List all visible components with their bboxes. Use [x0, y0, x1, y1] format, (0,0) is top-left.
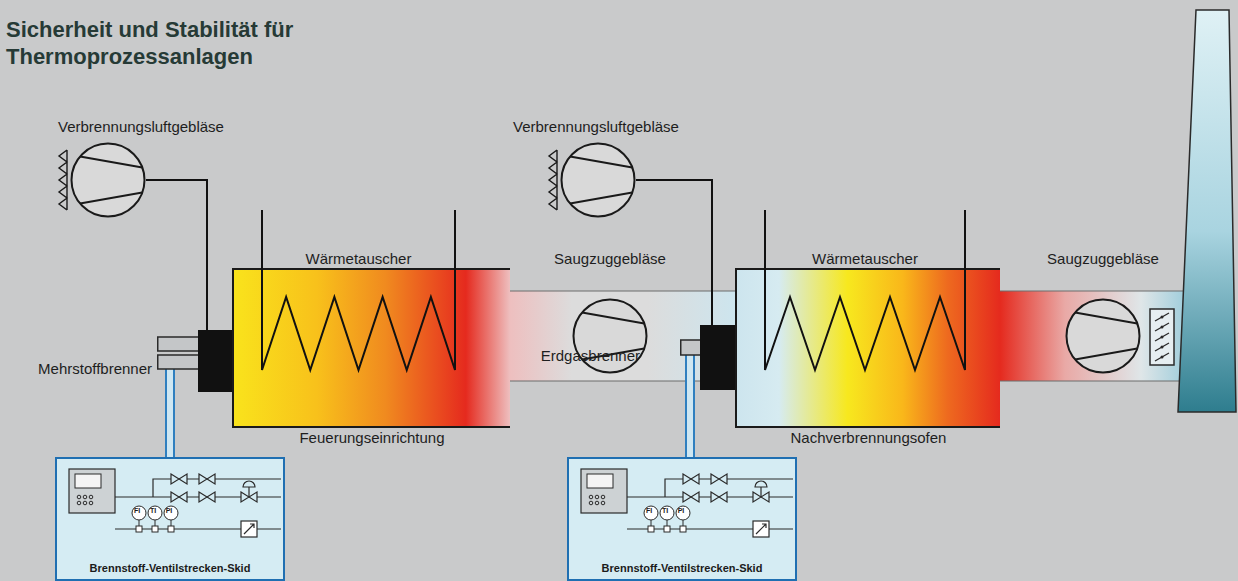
instrument-tag: TI — [146, 504, 160, 518]
line-group — [146, 180, 712, 457]
fan-symbol-graphic — [560, 142, 636, 218]
node-label: Feuerungseinrichtung — [234, 429, 510, 446]
chimney-stack — [1178, 10, 1236, 412]
node-label: Saugzuggebläse — [554, 250, 666, 267]
instrument-tag: FI — [130, 504, 144, 518]
label-holder: Nachverbrennungsofen — [737, 429, 1000, 446]
fuel-pipe — [170, 392, 171, 457]
furnace-box-graphic — [737, 270, 1000, 426]
label-holder: Brennstoff-Ventilstrecken-Skid — [569, 562, 795, 575]
furnace-box-graphic — [234, 270, 510, 426]
heat-exchanger: Wärmetauscher — [255, 205, 462, 377]
label-holder: FI — [642, 504, 656, 518]
label-holder: Verbrennungsluftgebläse — [58, 118, 224, 135]
valve-skid: Brennstoff-Ventilstrecken-Skid — [55, 457, 285, 581]
heat-exchanger: Wärmetauscher — [758, 205, 972, 377]
node-label: Brennstoff-Ventilstrecken-Skid — [57, 562, 283, 575]
label-holder: Wärmetauscher — [255, 250, 462, 267]
flue-duct — [1000, 291, 1065, 381]
furnace-box: Feuerungseinrichtung — [232, 268, 510, 428]
instrument-tag: TI — [658, 504, 672, 518]
label-holder: PI — [162, 504, 176, 518]
label-holder: Verbrennungsluftgebläse — [513, 118, 679, 135]
label-holder: Mehrstoffbrenner — [38, 360, 152, 377]
label-holder: Saugzuggebläse — [554, 250, 666, 267]
node-label: Verbrennungsluftgebläse — [58, 118, 224, 135]
node-label: Brennstoff-Ventilstrecken-Skid — [569, 562, 795, 575]
node-label: Erdgasbrenner — [541, 347, 640, 364]
instrument-tag: PI — [674, 504, 688, 518]
node-label: Verbrennungsluftgebläse — [513, 118, 679, 135]
node-label: Wärmetauscher — [255, 250, 462, 267]
fan-symbol: Verbrennungsluftgebläse — [70, 142, 146, 218]
diagram-title: Sicherheit und Stabilität für Thermoproz… — [6, 16, 326, 70]
valve-skid: Brennstoff-Ventilstrecken-Skid — [567, 457, 797, 581]
label-holder: Brennstoff-Ventilstrecken-Skid — [57, 562, 283, 575]
air-line — [146, 180, 207, 330]
node-label: Nachverbrennungsofen — [737, 429, 1000, 446]
heat-exchanger-graphic — [255, 205, 462, 377]
fuel-pipe — [690, 390, 691, 457]
heat-exchanger-graphic — [758, 205, 972, 377]
instrument-tag: FI — [642, 504, 656, 518]
label-holder: Saugzuggebläse — [1047, 250, 1159, 267]
label-holder: TI — [658, 504, 672, 518]
node-label: Wärmetauscher — [758, 250, 972, 267]
fan-symbol-graphic — [70, 142, 146, 218]
damper-symbol — [1150, 309, 1174, 365]
label-holder: PI — [674, 504, 688, 518]
burner-graphic — [680, 325, 735, 390]
burner: Mehrstoffbrenner — [157, 330, 232, 392]
label-holder: TI — [146, 504, 160, 518]
fan-symbol: Saugzuggebläse — [1065, 298, 1141, 374]
label-holder: Erdgasbrenner — [541, 347, 640, 364]
label-holder: FI — [130, 504, 144, 518]
fan-symbol-graphic — [1065, 298, 1141, 374]
burner: Erdgasbrenner — [680, 325, 735, 390]
burner-graphic — [157, 330, 232, 392]
flue-duct — [510, 291, 572, 381]
label-holder: Wärmetauscher — [758, 250, 972, 267]
fan-symbol: Verbrennungsluftgebläse — [560, 142, 636, 218]
node-label: Saugzuggebläse — [1047, 250, 1159, 267]
furnace-box: Nachverbrennungsofen — [735, 268, 1000, 428]
valve-skid-graphic — [569, 459, 795, 579]
valve-skid-graphic — [57, 459, 283, 579]
instrument-tag: PI — [162, 504, 176, 518]
node-label: Mehrstoffbrenner — [38, 360, 152, 377]
title-holder: Sicherheit und Stabilität für Thermoproz… — [6, 16, 326, 70]
label-holder: Feuerungseinrichtung — [234, 429, 510, 446]
